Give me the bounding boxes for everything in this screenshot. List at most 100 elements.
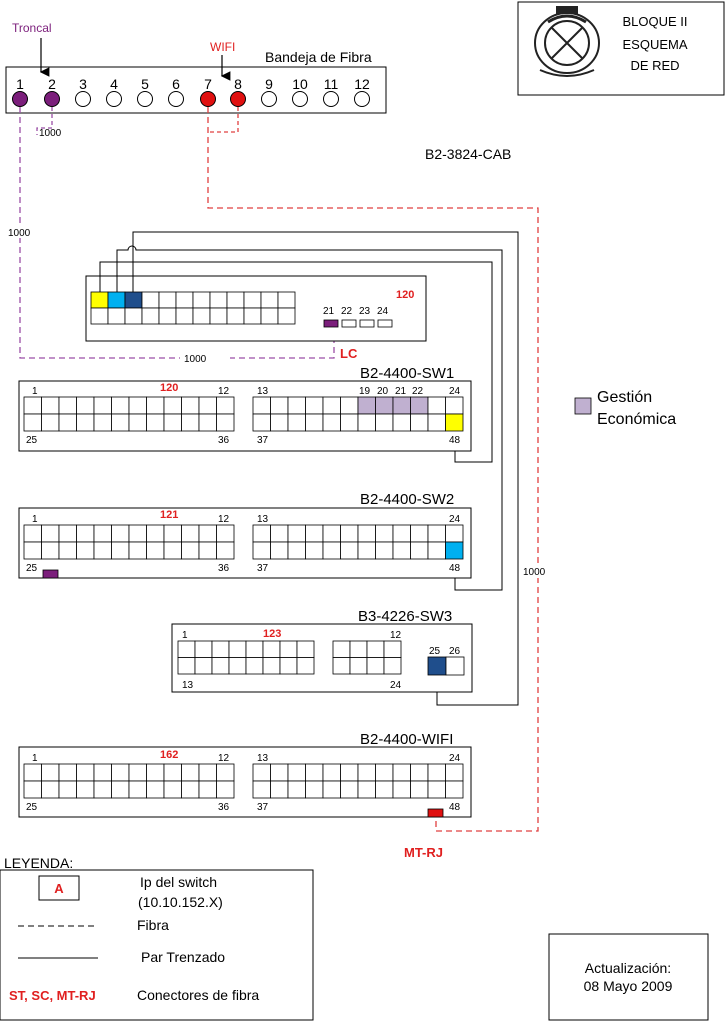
cab-port[interactable]: [243, 307, 262, 325]
cab-port[interactable]: [226, 307, 245, 325]
cab-port[interactable]: [175, 291, 194, 309]
switch-2-port[interactable]: [383, 657, 402, 675]
cab-fiber-port-22[interactable]: [341, 319, 357, 328]
switch-0-port[interactable]: [58, 396, 77, 415]
switch-3-port[interactable]: [305, 763, 324, 782]
tray-port-1[interactable]: [12, 91, 28, 107]
switch-2-port[interactable]: [262, 640, 281, 658]
switch-2-port[interactable]: [296, 657, 315, 675]
switch-0-port[interactable]: [146, 396, 165, 415]
switch-3-port[interactable]: [93, 780, 112, 799]
switch-1-port[interactable]: [427, 541, 446, 560]
switch-1-port[interactable]: [58, 524, 77, 543]
switch-0-port[interactable]: [128, 413, 147, 432]
switch-3-port[interactable]: [445, 763, 464, 782]
switch-1-port[interactable]: [322, 541, 341, 560]
switch-3-port[interactable]: [111, 763, 130, 782]
switch-3-port[interactable]: [163, 780, 182, 799]
switch-0-port[interactable]: [76, 396, 95, 415]
switch-2-port[interactable]: [279, 640, 298, 658]
switch-0-port[interactable]: [181, 396, 200, 415]
switch-3-port[interactable]: [163, 763, 182, 782]
tray-port-2[interactable]: [44, 91, 60, 107]
switch-1-port[interactable]: [357, 524, 376, 543]
switch-1-port[interactable]: [58, 541, 77, 560]
switch-0-port[interactable]: [93, 413, 112, 432]
switch-0-port[interactable]: [270, 413, 289, 432]
switch-2-port[interactable]: [177, 657, 196, 675]
switch-1-port[interactable]: [216, 524, 235, 543]
switch-1-port[interactable]: [216, 541, 235, 560]
switch-1-port[interactable]: [93, 524, 112, 543]
switch-1-port[interactable]: [340, 541, 359, 560]
switch-0-port[interactable]: [252, 413, 271, 432]
switch-3-port[interactable]: [76, 780, 95, 799]
switch-1-port[interactable]: [198, 541, 217, 560]
switch-0-port[interactable]: [216, 413, 235, 432]
switch-0-port[interactable]: [163, 396, 182, 415]
switch-3-port[interactable]: [41, 780, 60, 799]
switch-2-port[interactable]: [211, 657, 230, 675]
switch-2-port[interactable]: [349, 640, 368, 658]
switch-0-port[interactable]: [41, 413, 60, 432]
switch-1-port[interactable]: [76, 524, 95, 543]
switch-1-port[interactable]: [252, 524, 271, 543]
tray-port-3[interactable]: [75, 91, 91, 107]
cab-port[interactable]: [175, 307, 194, 325]
switch-2-port[interactable]: [445, 656, 465, 676]
switch-0-port[interactable]: [375, 413, 394, 432]
switch-3-port[interactable]: [287, 780, 306, 799]
switch-2-port[interactable]: [228, 657, 247, 675]
tray-port-4[interactable]: [106, 91, 122, 107]
switch-1-port[interactable]: [410, 524, 429, 543]
switch-3-port[interactable]: [392, 780, 411, 799]
cab-fiber-port-21[interactable]: [323, 319, 339, 328]
wifi-fiber-port[interactable]: [427, 808, 444, 818]
cab-port[interactable]: [141, 307, 160, 325]
switch-1-port[interactable]: [305, 524, 324, 543]
cab-port[interactable]: [226, 291, 245, 309]
switch-1-port[interactable]: [340, 524, 359, 543]
switch-1-port[interactable]: [146, 524, 165, 543]
switch-3-port[interactable]: [252, 763, 271, 782]
switch-0-port[interactable]: [146, 413, 165, 432]
switch-3-port[interactable]: [146, 763, 165, 782]
switch-0-port[interactable]: [23, 413, 42, 432]
switch-1-port[interactable]: [375, 541, 394, 560]
tray-port-9[interactable]: [261, 91, 277, 107]
switch-2-port[interactable]: [245, 640, 264, 658]
tray-port-5[interactable]: [137, 91, 153, 107]
switch-3-port[interactable]: [198, 780, 217, 799]
switch-3-port[interactable]: [410, 780, 429, 799]
switch-0-port[interactable]: [76, 413, 95, 432]
tray-port-8[interactable]: [230, 91, 246, 107]
switch-0-port[interactable]: [111, 413, 130, 432]
switch-1-port[interactable]: [270, 541, 289, 560]
switch-2-port[interactable]: [366, 657, 385, 675]
cab-port[interactable]: [192, 291, 211, 309]
cab-port[interactable]: [243, 291, 262, 309]
cab-port[interactable]: [209, 291, 228, 309]
switch-0-port[interactable]: [287, 413, 306, 432]
cab-port[interactable]: [107, 291, 126, 309]
switch-1-port[interactable]: [198, 524, 217, 543]
switch-1-port[interactable]: [445, 541, 464, 560]
switch-1-port[interactable]: [445, 524, 464, 543]
switch-3-port[interactable]: [357, 763, 376, 782]
switch-0-port[interactable]: [287, 396, 306, 415]
cab-port[interactable]: [277, 291, 296, 309]
switch-3-port[interactable]: [76, 763, 95, 782]
tray-port-6[interactable]: [168, 91, 184, 107]
switch-0-port[interactable]: [445, 396, 464, 415]
switch-2-port[interactable]: [383, 640, 402, 658]
switch-3-port[interactable]: [287, 763, 306, 782]
switch-1-port[interactable]: [163, 524, 182, 543]
switch-0-port[interactable]: [41, 396, 60, 415]
switch-3-port[interactable]: [322, 780, 341, 799]
switch-1-port[interactable]: [305, 541, 324, 560]
tray-port-7[interactable]: [200, 91, 216, 107]
switch-0-port[interactable]: [93, 396, 112, 415]
switch-3-port[interactable]: [340, 780, 359, 799]
switch-2-port[interactable]: [194, 657, 213, 675]
switch-2-port[interactable]: [279, 657, 298, 675]
